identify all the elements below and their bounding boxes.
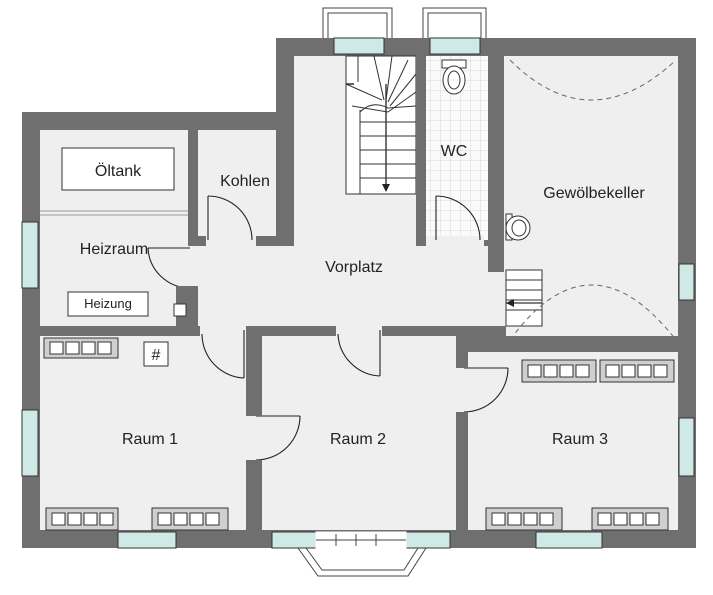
doors (147, 195, 509, 461)
label-kohlen: Kohlen (220, 173, 270, 190)
window-bottom-4 (535, 531, 603, 549)
chimney-box (143, 341, 169, 367)
heizung-box (67, 291, 149, 317)
radiator-raum1-top (43, 337, 119, 359)
floor-raum2 (262, 336, 456, 530)
label-vorplatz: Vorplatz (325, 259, 383, 276)
radiator-raum1-bottom-right (151, 507, 229, 531)
oeltank-box (61, 147, 175, 191)
label-oeltank: Öltank (95, 162, 142, 180)
radiators (43, 337, 675, 531)
window-left-2 (21, 409, 39, 477)
bay-window (297, 531, 427, 577)
label-gewoelbekeller: Gewölbekeller (543, 185, 645, 202)
window-bottom-2 (271, 531, 317, 549)
flue (173, 303, 187, 317)
label-raum2: Raum 2 (330, 431, 386, 448)
windows (21, 37, 695, 549)
window-right-2 (678, 417, 695, 477)
window-top-right (429, 37, 481, 55)
radiator-raum3-bottom-right (591, 507, 669, 531)
radiator-raum3-bottom-left (485, 507, 563, 531)
label-heizung: Heizung (84, 296, 132, 311)
chimney-symbol: # (152, 347, 161, 364)
label-raum1: Raum 1 (122, 431, 178, 448)
radiator-raum3-top-left (521, 359, 597, 383)
steps-gewoelbekeller (505, 269, 543, 327)
wc-fixtures (441, 59, 531, 241)
light-wells (322, 7, 487, 38)
radiator-raum3-top-right (599, 359, 675, 383)
floor-gk-entry (498, 272, 508, 326)
floor-raum1 (40, 336, 248, 530)
window-bottom-1 (117, 531, 177, 549)
label-wc: WC (441, 143, 468, 160)
window-right-1 (678, 263, 695, 301)
staircase (345, 55, 417, 195)
radiator-raum1-bottom-left (45, 507, 119, 531)
window-top-left (333, 37, 385, 55)
label-raum3: Raum 3 (552, 431, 608, 448)
vault-arcs (509, 59, 677, 341)
window-bottom-3 (405, 531, 451, 549)
partition-lines (40, 210, 188, 216)
label-heizraum: Heizraum (80, 241, 148, 258)
window-left-1 (21, 221, 39, 289)
floor-kohlen (198, 130, 278, 236)
room-floors (40, 56, 678, 530)
floor-vorplatz-left (198, 244, 498, 326)
